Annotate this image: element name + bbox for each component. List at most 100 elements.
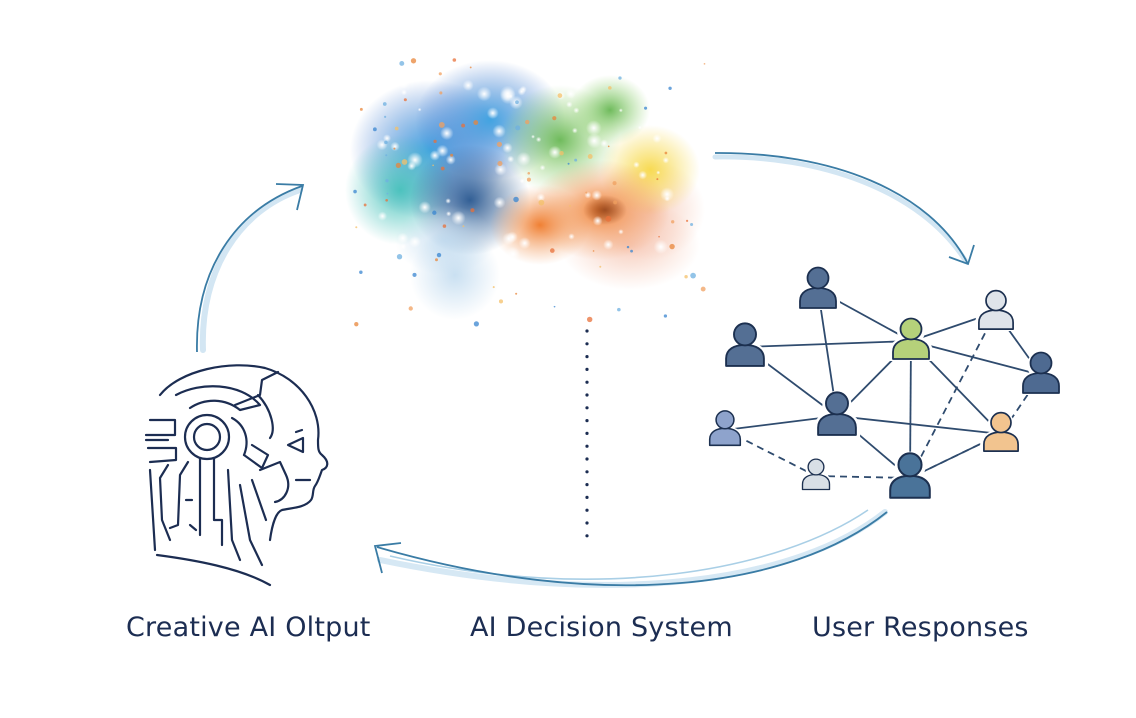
sparkle bbox=[451, 210, 466, 226]
speck bbox=[386, 192, 389, 195]
sparkle bbox=[507, 155, 515, 163]
speck bbox=[552, 116, 557, 121]
sparkle bbox=[499, 85, 516, 102]
dotted-connector-line bbox=[585, 329, 589, 538]
sparkle bbox=[633, 161, 640, 169]
ai-decision-cloud-image bbox=[345, 58, 706, 327]
user-network-icon bbox=[706, 266, 1063, 500]
sparkle bbox=[505, 246, 521, 262]
person-icon bbox=[799, 458, 833, 491]
dot bbox=[585, 431, 589, 435]
person-icon bbox=[721, 321, 769, 368]
speck bbox=[617, 307, 621, 312]
sparkle bbox=[436, 144, 449, 157]
speck bbox=[684, 275, 688, 279]
sparkle bbox=[502, 232, 516, 246]
speck bbox=[605, 215, 612, 222]
speck bbox=[393, 147, 396, 150]
sparkle bbox=[418, 201, 431, 214]
sparkle bbox=[408, 235, 421, 248]
sparkle bbox=[603, 239, 614, 250]
sparkle bbox=[664, 195, 671, 202]
sparkle bbox=[493, 196, 506, 209]
dot bbox=[585, 406, 589, 410]
sparkle bbox=[573, 107, 580, 114]
sparkle bbox=[566, 101, 573, 108]
sparkle bbox=[407, 161, 417, 171]
sparkle bbox=[517, 87, 526, 96]
speck bbox=[452, 58, 457, 62]
speck bbox=[385, 198, 388, 202]
speck bbox=[394, 126, 399, 131]
sparkle bbox=[492, 124, 506, 138]
sparkle bbox=[486, 107, 499, 120]
speck bbox=[408, 306, 413, 311]
sparkle bbox=[494, 163, 507, 176]
sparkle bbox=[445, 198, 451, 204]
sparkle bbox=[591, 189, 603, 201]
speck bbox=[363, 203, 367, 207]
speck bbox=[395, 162, 401, 168]
speck bbox=[384, 115, 387, 118]
speck bbox=[359, 270, 363, 275]
speck bbox=[354, 322, 359, 327]
speck bbox=[700, 286, 706, 292]
person-icon bbox=[889, 317, 933, 361]
speck bbox=[403, 98, 407, 102]
dot bbox=[585, 367, 589, 371]
label-creative-ai-output: Creative AI Oltput bbox=[126, 612, 371, 643]
speck bbox=[382, 102, 387, 106]
speck bbox=[497, 160, 503, 167]
sparkle bbox=[539, 164, 546, 171]
speck bbox=[384, 140, 388, 145]
sparkle bbox=[398, 78, 409, 89]
speck bbox=[574, 158, 578, 162]
speck bbox=[671, 220, 675, 224]
robot-head-icon bbox=[144, 364, 329, 587]
speck bbox=[462, 225, 465, 228]
speck bbox=[599, 265, 602, 268]
speck bbox=[513, 196, 519, 203]
speck bbox=[439, 91, 443, 95]
speck bbox=[412, 272, 417, 277]
sparkle bbox=[637, 125, 642, 130]
sparkle bbox=[397, 232, 409, 244]
person-icon bbox=[1019, 351, 1063, 395]
speck bbox=[473, 321, 479, 327]
speck bbox=[559, 150, 564, 156]
network-link bbox=[836, 415, 1002, 435]
speck bbox=[669, 243, 675, 250]
speck bbox=[385, 179, 389, 183]
speck bbox=[663, 314, 668, 318]
speck bbox=[585, 191, 588, 194]
speck bbox=[450, 153, 454, 157]
speck bbox=[498, 299, 504, 304]
speck bbox=[664, 151, 668, 155]
sparkle bbox=[399, 243, 407, 251]
speck bbox=[526, 177, 531, 182]
person-icon bbox=[885, 451, 935, 500]
dot bbox=[585, 419, 589, 423]
sparkle bbox=[585, 120, 602, 136]
speck bbox=[438, 72, 442, 76]
sparkle bbox=[536, 193, 546, 202]
speck bbox=[608, 86, 612, 90]
speck bbox=[433, 139, 437, 144]
person-icon bbox=[796, 266, 840, 310]
speck bbox=[685, 219, 689, 222]
speck bbox=[432, 210, 437, 215]
speck bbox=[612, 181, 617, 186]
dot bbox=[585, 342, 589, 346]
dot bbox=[585, 444, 589, 448]
sparkle bbox=[618, 229, 624, 235]
arrow-decision-to-users bbox=[712, 152, 975, 266]
sparkle bbox=[390, 141, 400, 152]
speck bbox=[359, 107, 363, 111]
person-icon bbox=[706, 409, 744, 447]
speck bbox=[442, 224, 447, 228]
sparkle bbox=[638, 170, 648, 180]
sparkle bbox=[462, 79, 474, 91]
speck bbox=[473, 120, 479, 125]
dot bbox=[585, 521, 589, 525]
